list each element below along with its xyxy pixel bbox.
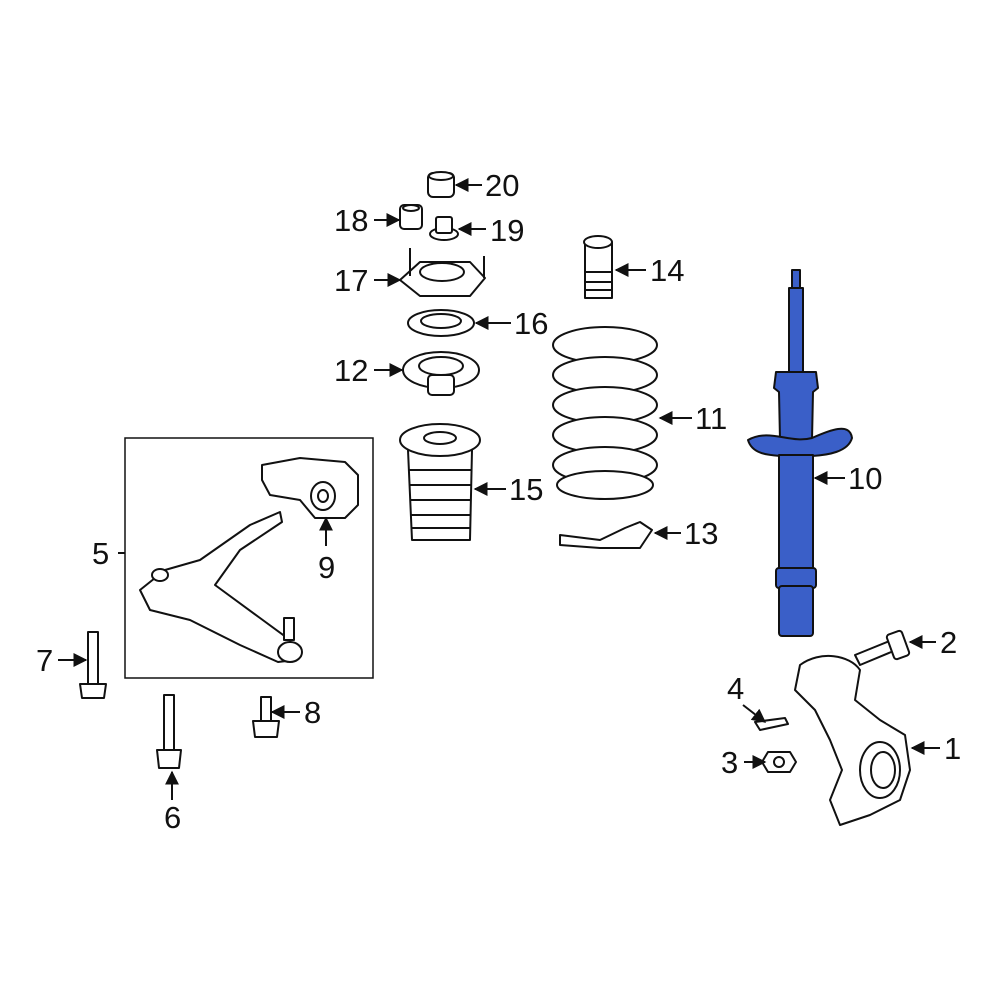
part-1-steering-knuckle[interactable] — [794, 654, 911, 826]
part-2-bolt[interactable] — [854, 629, 911, 666]
part-19-flange-nut[interactable] — [429, 216, 459, 241]
part-11-coil-spring[interactable] — [552, 326, 658, 500]
callout-4: 4 — [727, 671, 744, 706]
part-15-dust-boot[interactable] — [399, 423, 481, 541]
callout-2: 2 — [940, 625, 957, 660]
callout-17: 17 — [334, 263, 368, 298]
callout-12: 12 — [334, 353, 368, 388]
callout-19: 19 — [490, 213, 524, 248]
part-7-bolt[interactable] — [79, 631, 107, 699]
part-8-bolt[interactable] — [252, 696, 280, 738]
callout-9: 9 — [318, 550, 335, 585]
part-13-bracket[interactable] — [559, 521, 653, 549]
callout-3: 3 — [721, 745, 738, 780]
part-9-bushing[interactable] — [261, 457, 359, 519]
callout-6: 6 — [164, 800, 181, 835]
callout-15: 15 — [509, 472, 543, 507]
callout-10: 10 — [848, 461, 882, 496]
callout-7: 7 — [36, 643, 53, 678]
leader-lines — [58, 178, 940, 800]
callout-13: 13 — [684, 516, 718, 551]
callout-16: 16 — [514, 306, 548, 341]
part-20-bushing[interactable] — [427, 171, 455, 198]
callout-14: 14 — [650, 253, 684, 288]
callout-8: 8 — [304, 695, 321, 730]
part-16-spring-isolator[interactable] — [407, 309, 475, 337]
callout-20: 20 — [485, 168, 519, 203]
part-17-strut-mount[interactable] — [399, 248, 486, 297]
part-18-nut[interactable] — [399, 204, 423, 230]
part-3-nut[interactable] — [761, 751, 797, 773]
part-12-spring-seat[interactable] — [402, 351, 480, 396]
callout-1: 1 — [944, 731, 961, 766]
part-10-strut-assembly[interactable] — [747, 269, 853, 637]
part-5-group-box — [124, 437, 374, 679]
part-14-bump-stop[interactable] — [583, 235, 613, 299]
part-4-clip[interactable] — [754, 717, 789, 731]
callout-5: 5 — [92, 536, 109, 571]
part-5-lower-control-arm[interactable] — [139, 511, 303, 663]
part-6-bolt[interactable] — [156, 694, 182, 769]
callout-11: 11 — [695, 401, 727, 436]
callout-18: 18 — [334, 203, 368, 238]
